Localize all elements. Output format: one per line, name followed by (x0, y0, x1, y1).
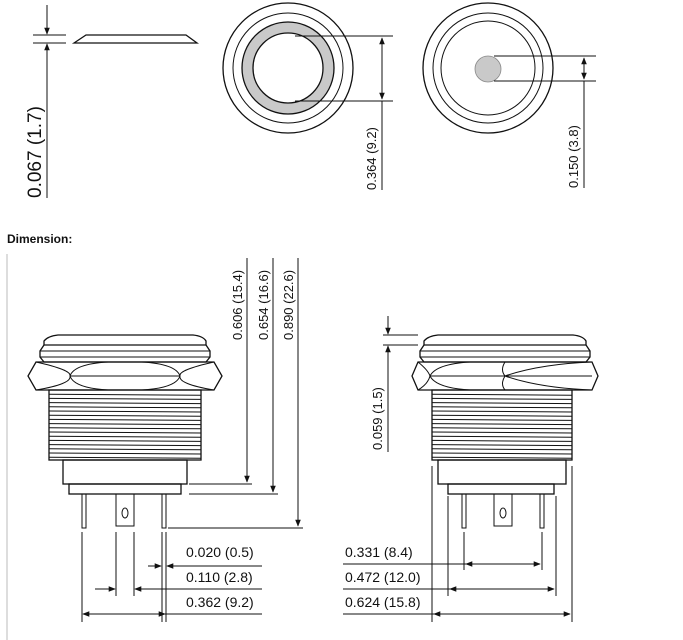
thread-line (48, 439, 202, 442)
terminal-pin (461, 493, 467, 529)
thread-line (431, 406, 573, 409)
front-elevation-view: 0.606 (15.4) 0.654 (16.6) 0.890 (22.6) 0… (27, 258, 303, 622)
dot-diameter-label: 0.150 (3.8) (566, 125, 581, 188)
ring-top-view: 0.364 (9.2) (222, 2, 393, 190)
thread-line (431, 402, 573, 405)
cap-profile-view: 0.067 (1.7) (25, 5, 199, 198)
thread-line (48, 456, 202, 459)
cap-height-label: 0.059 (1.5) (370, 387, 385, 450)
thread-line (48, 448, 202, 451)
terminal-pin (539, 493, 545, 529)
height-label-2: 0.654 (16.6) (256, 270, 271, 340)
bezel-outline (39, 344, 211, 363)
side-elevation-view: 0.059 (1.5) 0.331 (8.4) 0.472 (12.0) 0.6… (343, 316, 599, 622)
thread-line (431, 423, 573, 426)
thread-line (48, 414, 202, 417)
section-heading: Dimension: (7, 232, 73, 246)
thread-line (431, 418, 573, 421)
terminal-pin (81, 493, 87, 529)
overall-width-label: 0.624 (15.8) (345, 594, 421, 610)
thread-line (431, 431, 573, 434)
thread-line (48, 402, 202, 405)
thread-line (48, 406, 202, 409)
illuminated-dot (474, 55, 502, 83)
dot-top-view: 0.150 (3.8) (422, 2, 596, 188)
thread-line (48, 435, 202, 438)
cap-outline (43, 334, 207, 346)
thread-line (431, 452, 573, 455)
thread-line (48, 418, 202, 421)
led-terminal (493, 493, 513, 527)
thread-line (431, 410, 573, 413)
thread-line (48, 431, 202, 434)
thread-line (431, 439, 573, 442)
thread-line (431, 427, 573, 430)
thread-lines (431, 393, 573, 459)
cap-thickness-label: 0.067 (1.7) (25, 106, 46, 198)
thread-line (431, 397, 573, 400)
thread-lines (48, 393, 202, 459)
led-terminal (115, 493, 135, 527)
thread-line (48, 393, 202, 396)
ring-diameter-label: 0.364 (9.2) (364, 127, 379, 190)
thread-line (48, 427, 202, 430)
thread-line (431, 456, 573, 459)
terminal-width-label: 0.020 (0.5) (186, 544, 254, 560)
cap-profile-shape (71, 34, 199, 44)
thread-line (431, 414, 573, 417)
terminal-span-label: 0.331 (8.4) (345, 544, 413, 560)
terminal-pin (161, 493, 167, 529)
thread-line (48, 444, 202, 447)
thread-line (431, 435, 573, 438)
cap-outline (423, 334, 587, 346)
thread-line (431, 448, 573, 451)
lower-housing (437, 459, 567, 485)
lower-housing (62, 459, 188, 485)
overall-width-label: 0.362 (9.2) (186, 594, 254, 610)
thread-line (48, 452, 202, 455)
height-label-3: 0.890 (22.6) (281, 270, 296, 340)
height-label-1: 0.606 (15.4) (230, 270, 245, 340)
body-width-label: 0.472 (12.0) (345, 569, 421, 585)
thread-line (48, 397, 202, 400)
thread-line (48, 423, 202, 426)
terminal-spacing-label: 0.110 (2.8) (186, 569, 253, 585)
thread-line (431, 393, 573, 396)
thread-line (48, 410, 202, 413)
thread-line (431, 444, 573, 447)
bezel-outline (419, 344, 591, 363)
